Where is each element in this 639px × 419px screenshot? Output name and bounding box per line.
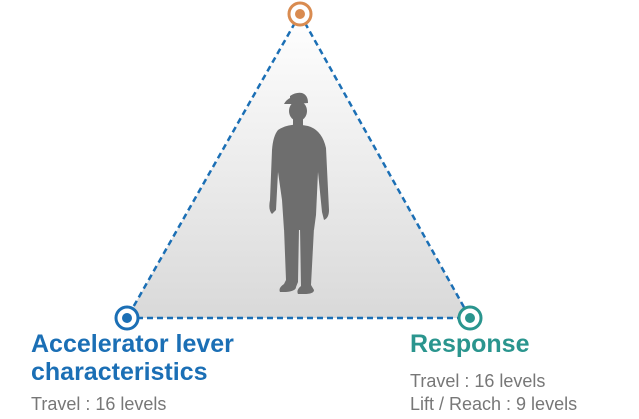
left-node-detail: Travel : 16 levels (31, 394, 167, 414)
right-node-detail-lift-reach: Lift / Reach : 9 levels (410, 394, 578, 414)
right-node-detail-travel: Travel : 16 levels (410, 371, 546, 391)
person-silhouette-icon (269, 92, 329, 294)
top-node (287, 1, 313, 27)
left-node (114, 305, 140, 331)
right-node-title: Response (410, 330, 530, 358)
left-node-title: Accelerator lever characteristics (31, 330, 234, 386)
triangle-edges (125, 13, 472, 320)
edge-top-right (298, 13, 472, 319)
edge-top-left (125, 13, 302, 319)
right-node (457, 305, 483, 331)
